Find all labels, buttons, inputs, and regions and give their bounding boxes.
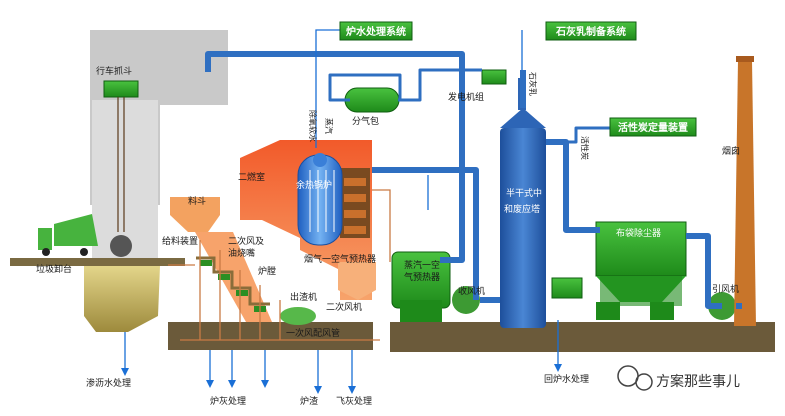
steam-air-heater-label-2: 气预热器: [404, 271, 440, 283]
steam-label: 蒸汽: [324, 118, 334, 134]
secondary-air-oil-burner-label: 二次风及: [228, 235, 264, 247]
secondary-air-oil-burner-label-2: 油烧嘴: [228, 247, 255, 259]
secondary-chamber-label: 二燃室: [238, 171, 265, 183]
bunker-wall: [92, 100, 158, 260]
water-treatment-system-box: 炉水处理系统: [339, 21, 413, 41]
flue-gas-main-pipe: [205, 51, 465, 263]
waste-heat-boiler-label: 余热锅炉: [296, 179, 332, 191]
water-treatment-system-label: 炉水处理系统: [346, 25, 406, 38]
waste-heat-boiler: [297, 154, 343, 246]
bag-filter: [595, 221, 687, 277]
lime-slurry-label: 石灰乳: [528, 72, 538, 96]
unloading-platform-label: 垃圾卸台: [36, 263, 72, 275]
ground-slab-left: [10, 258, 185, 266]
feeder-label: 给料装置: [162, 235, 198, 247]
lime-slurry-system-label: 石灰乳制备系统: [555, 25, 626, 38]
slag-treatment-label: 炉渣: [300, 395, 318, 407]
garbage-truck: [38, 214, 98, 256]
fly-ash-treatment-label: 飞灰处理: [336, 395, 372, 407]
steam-air-heater-label: 蒸汽一空: [404, 259, 440, 271]
scrubber-outlet-pipe: [546, 139, 600, 233]
grate-label: 炉膛: [258, 265, 276, 277]
crane-grab-trolley: [103, 80, 139, 98]
water-treatment-line: [315, 29, 340, 148]
flue-air-preheater-label: 烟气一空气预热器: [304, 253, 376, 265]
activated-carbon-label: 活性炭: [580, 136, 590, 160]
hopper-label: 料斗: [188, 195, 206, 207]
generator-label: 发电机组: [448, 91, 484, 103]
primary-air-duct-label: 一次风配风管: [286, 327, 340, 339]
flue-gas-to-fan: [372, 167, 479, 300]
slag-extractor-label: 出渣机: [290, 291, 317, 303]
watermark: 方案那些事儿: [617, 365, 740, 391]
steam-header: [344, 87, 400, 113]
lime-slurry-system-box: 石灰乳制备系统: [545, 21, 637, 41]
leachate-treatment-label: 渗沥水处理: [86, 377, 131, 389]
induced-fan-1-label: 收风机: [458, 285, 485, 297]
scrubber-label: 半干式中: [506, 187, 542, 199]
fly-ash-label: 炉灰处理: [210, 395, 246, 407]
bag-filter-label: 布袋除尘器: [616, 227, 661, 239]
activated-carbon-dosing-box: 活性炭定量装置: [609, 117, 697, 137]
activated-carbon-dosing-label: 活性炭定量装置: [618, 121, 688, 134]
induced-fan-2-label: 引风机: [712, 283, 739, 295]
air-preheater: [338, 262, 376, 300]
crane-label: 行车抓斗: [96, 65, 132, 77]
waste-pit: [84, 266, 160, 332]
crane-grab: [110, 235, 132, 257]
scrubber-label-2: 和废应塔: [504, 203, 540, 215]
steam-header-label: 分气包: [352, 115, 379, 127]
watermark-text: 方案那些事儿: [656, 373, 740, 390]
furnace-foundation: [168, 322, 373, 350]
plant-foundation: [390, 322, 775, 352]
return-water-label: 回炉水处理: [544, 373, 589, 385]
slag-extractor: [280, 307, 316, 325]
bag-filter-outlet: [686, 233, 722, 309]
chimney: [734, 60, 756, 326]
semi-dry-scrubber: [500, 128, 546, 328]
deaerated-water-label: 除氧软水: [308, 110, 318, 142]
secondary-fan-label: 二次风机: [326, 301, 362, 313]
hopper: [170, 197, 220, 232]
chimney-label: 烟囱: [722, 145, 740, 157]
